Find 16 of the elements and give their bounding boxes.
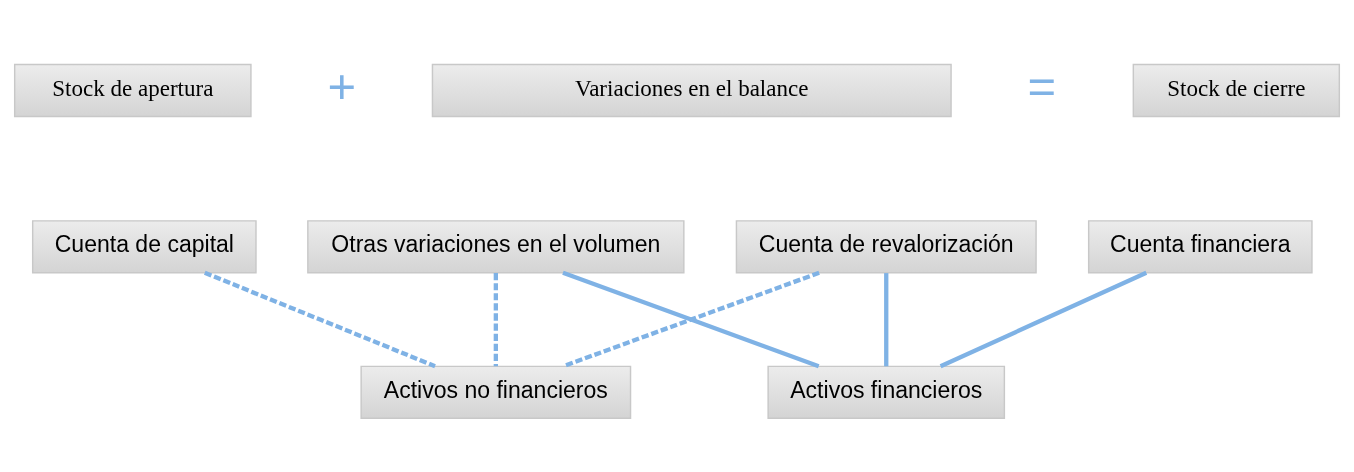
node-box: Otras variaciones en el volumen [307, 220, 685, 274]
node-box: Stock de apertura [13, 63, 252, 118]
node-box: Cuenta de revalorización [735, 220, 1037, 274]
node-box: Stock de cierre [1132, 63, 1341, 118]
node-box: Variaciones en el balance [431, 63, 952, 118]
node-box: Cuenta financiera [1087, 220, 1313, 274]
connector [493, 273, 498, 367]
node-box: Activos financieros [767, 365, 1006, 419]
connector [203, 270, 436, 369]
connector [562, 270, 820, 369]
node-box: Cuenta de capital [31, 220, 257, 274]
node-box: Activos no financieros [360, 365, 632, 419]
label: + [327, 59, 356, 114]
connector [884, 273, 889, 367]
label: = [1027, 59, 1057, 114]
connector [939, 270, 1148, 369]
